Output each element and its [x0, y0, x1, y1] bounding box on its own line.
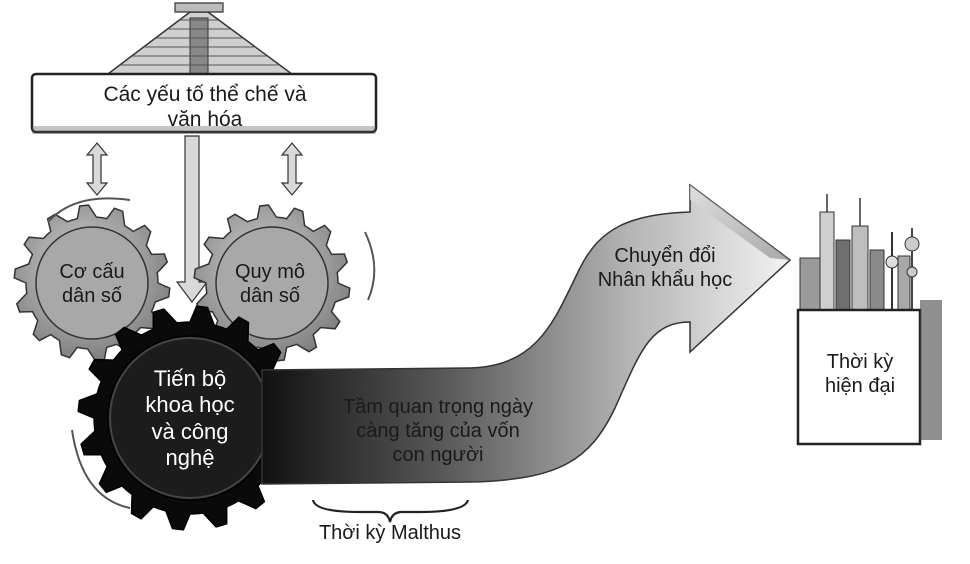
gear-tech-label: Tiến bộ khoa học và công nghệ: [145, 366, 235, 471]
double-arrow-right: [280, 142, 304, 196]
malthus-brace: [311, 499, 470, 523]
skyline-illustration: [799, 194, 920, 319]
gear-structure-label: Cơ cấu dân số: [59, 261, 125, 307]
motion-arc-left: [47, 197, 131, 223]
motion-arc-right: [364, 231, 376, 301]
arrow-body-label: Tầm quan trọng ngày càng tăng của vốn co…: [342, 396, 534, 466]
double-arrow-left: [85, 142, 109, 196]
modern-era-box: [796, 308, 922, 446]
gear-structure-icon: [13, 204, 171, 362]
transition-arrow: [261, 183, 792, 485]
institutions-label: Các yếu tố thể chế và văn hóa: [103, 83, 307, 132]
down-arrow-center: [175, 135, 209, 303]
motion-arc-bottom: [71, 429, 131, 509]
gear-tech-icon: [77, 305, 303, 531]
pyramid-illustration: [97, 2, 303, 81]
gear-size-label: Quy mô dân số: [234, 261, 306, 307]
modern-era-label: Thời kỳ hiện đại: [824, 351, 896, 397]
institutions-box: [30, 72, 378, 134]
malthus-label: Thời kỳ Malthus: [318, 522, 462, 544]
arrow-head-label: Chuyển đổi Nhân khẩu học: [597, 245, 733, 291]
